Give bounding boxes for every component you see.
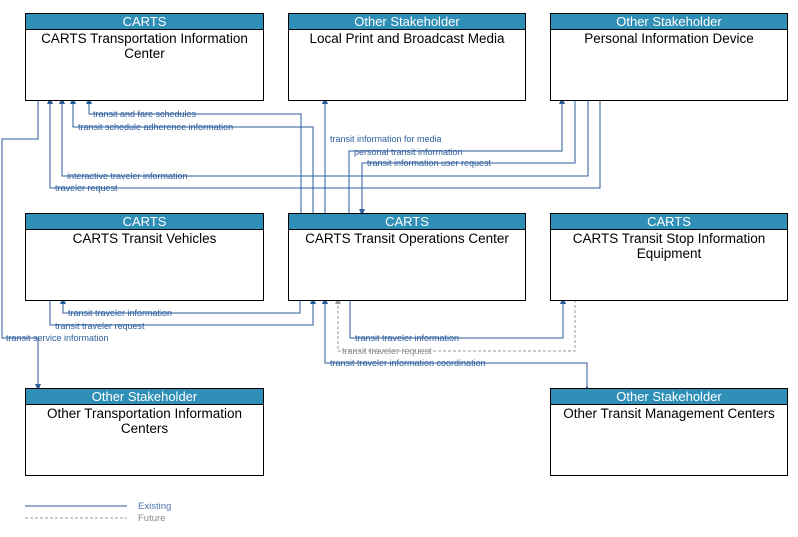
box-stakeholder-label: CARTS xyxy=(26,14,263,30)
box-stakeholder-label: Other Stakeholder xyxy=(26,389,263,405)
flow-line-transit-traveler-request-stop xyxy=(335,297,576,352)
box-title: CARTS Transit Operations Center xyxy=(305,231,509,246)
box-personal-information-device: Other Stakeholder Personal Information D… xyxy=(550,13,788,101)
box-stakeholder-label: CARTS xyxy=(26,214,263,230)
box-other-transit-management-centers: Other Stakeholder Other Transit Manageme… xyxy=(550,388,788,476)
flow-label: transit information for media xyxy=(330,134,442,144)
box-title: Personal Information Device xyxy=(584,31,754,46)
flow-line-transit-and-fare-schedules xyxy=(86,97,302,213)
flow-label: transit and fare schedules xyxy=(93,109,197,119)
legend-existing-label: Existing xyxy=(138,501,171,512)
flow-label: traveler request xyxy=(55,183,118,193)
flow-label: transit service information xyxy=(6,333,109,343)
flow-line-transit-traveler-information-coordination xyxy=(322,297,590,392)
box-carts-transportation-information-center: CARTS CARTS Transportation Information C… xyxy=(25,13,264,101)
box-carts-transit-vehicles: CARTS CARTS Transit Vehicles xyxy=(25,213,264,301)
box-stakeholder-label: Other Stakeholder xyxy=(551,389,787,405)
flow-label: transit schedule adherence information xyxy=(78,122,233,132)
box-title: CARTS Transit Stop Information Equipment xyxy=(572,231,766,261)
box-stakeholder-label: Other Stakeholder xyxy=(551,14,787,30)
box-stakeholder-label: CARTS xyxy=(551,214,787,230)
box-title: Local Print and Broadcast Media xyxy=(309,31,505,46)
legend-future-label: Future xyxy=(138,513,165,524)
box-title: CARTS Transit Vehicles xyxy=(72,231,217,246)
flow-label: transit traveler request xyxy=(342,346,432,356)
flow-line-personal-transit-information xyxy=(348,97,565,213)
box-title: Other Transportation Information Centers xyxy=(46,406,243,436)
box-local-print-and-broadcast-media: Other Stakeholder Local Print and Broadc… xyxy=(288,13,526,101)
flow-line-transit-schedule-adherence xyxy=(70,97,314,213)
flow-label: transit information user request xyxy=(367,158,492,168)
flow-line-interactive-traveler-information xyxy=(59,97,589,177)
flow-label: transit traveler request xyxy=(55,321,145,331)
flow-label: personal transit information xyxy=(354,147,463,157)
box-other-transportation-information-centers: Other Stakeholder Other Transportation I… xyxy=(25,388,264,476)
flow-label: transit traveler information xyxy=(68,308,172,318)
flow-line-transit-traveler-information-vehicles xyxy=(60,297,301,314)
flow-line-transit-service-information xyxy=(1,100,41,391)
box-carts-transit-stop-information-equipment: CARTS CARTS Transit Stop Information Equ… xyxy=(550,213,788,301)
box-carts-transit-operations-center: CARTS CARTS Transit Operations Center xyxy=(288,213,526,301)
box-stakeholder-label: CARTS xyxy=(289,214,525,230)
flow-line-transit-traveler-request-vehicles xyxy=(49,297,316,326)
flow-line-traveler-request xyxy=(47,97,601,189)
box-title: CARTS Transportation Information Center xyxy=(41,31,248,61)
box-stakeholder-label: Other Stakeholder xyxy=(289,14,525,30)
box-title: Other Transit Management Centers xyxy=(563,406,775,421)
flow-label: transit traveler information xyxy=(355,333,459,343)
flow-label: interactive traveler information xyxy=(67,171,188,181)
flow-label: transit traveler information coordinatio… xyxy=(330,358,486,368)
